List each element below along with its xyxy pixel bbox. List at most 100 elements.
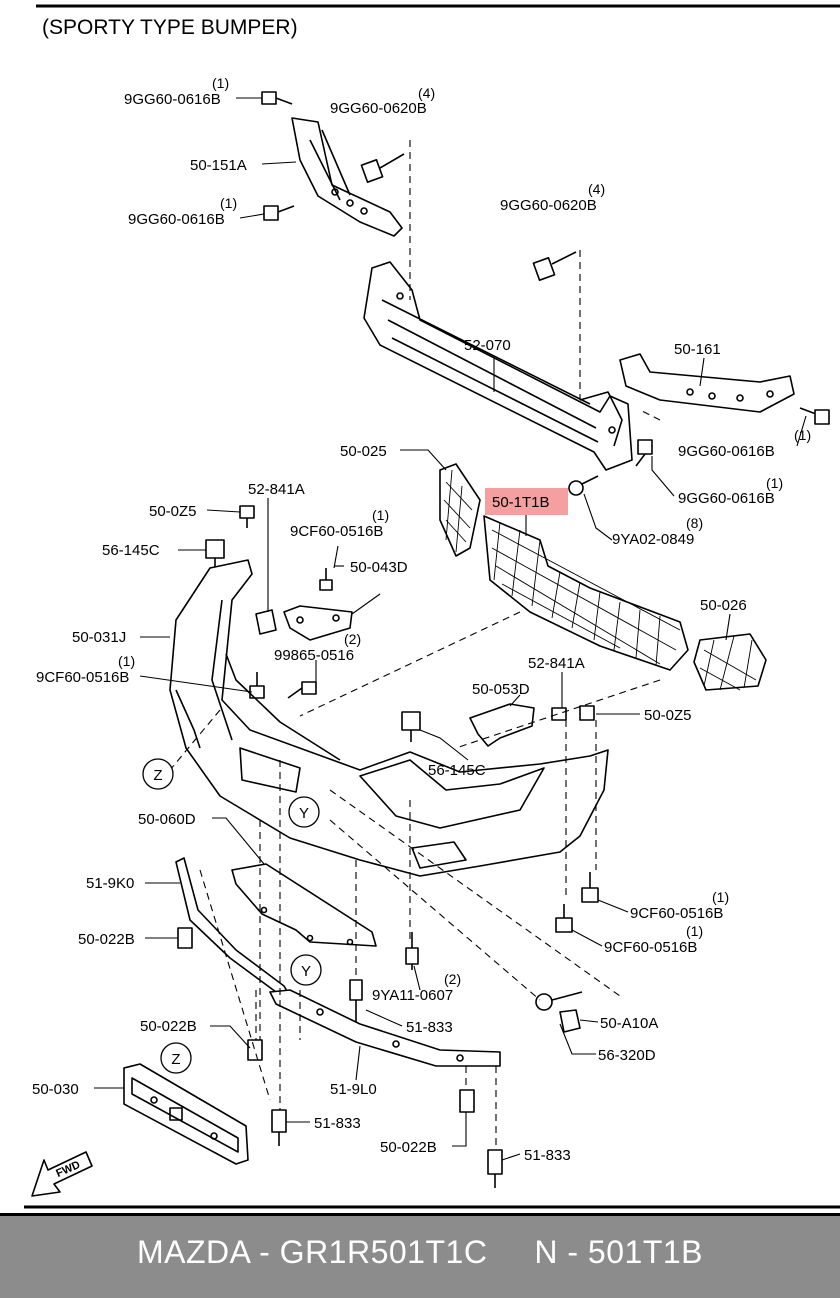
part-label: 56-145C xyxy=(428,762,486,779)
bracket-50-151A xyxy=(291,117,403,237)
part-label: 9GG60-0616B xyxy=(124,91,221,108)
qty-label: (1) xyxy=(220,195,237,211)
bolt-9GG60-0616B-right xyxy=(799,407,830,425)
callout-y-upper: Y xyxy=(288,796,320,828)
part-number-text: MAZDA - GR1R501T1C N - 501T1B xyxy=(137,1234,703,1270)
part-label: 51-9K0 xyxy=(86,875,134,892)
part-label: 50-A10A xyxy=(600,1015,658,1032)
qty-label: (1) xyxy=(766,475,783,491)
clip-50-022B-left xyxy=(177,927,193,949)
hook-50-A10A xyxy=(535,991,583,1011)
part-label: 9CF60-0516B xyxy=(630,905,723,922)
svg-text:Y: Y xyxy=(299,805,309,822)
part-label: 50-0Z5 xyxy=(644,707,692,724)
clip-50-022B-low xyxy=(459,1089,475,1113)
diagram-title: (SPORTY TYPE BUMPER) xyxy=(42,16,298,39)
rivet-9YA11-0607 xyxy=(405,932,419,970)
part-label: 50-025 xyxy=(340,443,387,460)
bracket-50-053D xyxy=(469,703,535,747)
part-label: 50-031J xyxy=(72,629,126,646)
part-label: 51-9L0 xyxy=(330,1081,377,1098)
callout-z-lower: Z xyxy=(160,1042,192,1074)
screw-9CF60-0516B-top xyxy=(319,568,333,591)
qty-label: (2) xyxy=(344,631,361,647)
part-label: 56-320D xyxy=(598,1047,656,1064)
part-label: 50-026 xyxy=(700,597,747,614)
svg-text:Z: Z xyxy=(153,767,162,784)
clip-50-022B-mid xyxy=(247,1039,263,1061)
screw-9CF60-0516B-right-a xyxy=(581,872,599,903)
rivet-51-833-mid xyxy=(349,979,363,1022)
qty-label: (1) xyxy=(712,889,729,905)
part-label: 9CF60-0516B xyxy=(36,669,129,686)
part-label: 9GG60-0620B xyxy=(330,100,427,117)
rivet-51-833-low-left xyxy=(271,1109,287,1146)
plate-bracket-50-030 xyxy=(123,1063,249,1165)
part-label: 9GG60-0616B xyxy=(678,490,775,507)
bracket-50-161 xyxy=(619,353,795,413)
part-label: 9GG60-0620B xyxy=(500,197,597,214)
clip-56-145C-left xyxy=(205,539,225,570)
qty-label: (2) xyxy=(444,971,461,987)
part-label: 9YA11-0607 xyxy=(372,987,453,1004)
grille-50-025 xyxy=(439,463,481,557)
qty-label: (1) xyxy=(372,507,389,523)
part-label: 51-833 xyxy=(524,1147,571,1164)
undercover-50-060D xyxy=(231,863,377,947)
part-label: 52-841A xyxy=(528,655,585,672)
part-label: 9GG60-0616B xyxy=(678,443,775,460)
bolt-9GG60-0620B-left xyxy=(360,153,405,183)
part-number-footer: MAZDA - GR1R501T1C N - 501T1B xyxy=(0,1213,840,1298)
clip-9YA02-0849 xyxy=(568,475,599,496)
leader-lines xyxy=(94,97,807,1161)
part-label: 50-0Z5 xyxy=(149,503,197,520)
part-label: 99865-0516 xyxy=(274,647,354,664)
bracket-52-841A-left xyxy=(255,609,277,635)
callout-y-lower: Y xyxy=(290,954,322,986)
part-label: 50-022B xyxy=(78,931,135,948)
clip-56-145C-center xyxy=(401,711,421,742)
part-label: 51-833 xyxy=(406,1019,453,1036)
part-label: 56-145C xyxy=(102,542,160,559)
highlight-box xyxy=(485,488,568,515)
part-label: 50-022B xyxy=(140,1018,197,1035)
part-label: 51-833 xyxy=(314,1115,361,1132)
forward-arrow-icon: FWD xyxy=(31,1151,93,1197)
part-label: 9CF60-0516B xyxy=(604,939,697,956)
clip-50-0Z5-left xyxy=(239,505,255,528)
part-label-highlighted: 50-1T1B xyxy=(492,494,550,511)
bracket-52-841A-right xyxy=(551,707,567,721)
clip-50-0Z5-right xyxy=(579,705,595,721)
part-label: 50-022B xyxy=(380,1139,437,1156)
qty-label: (4) xyxy=(588,181,605,197)
svg-text:Y: Y xyxy=(301,963,311,980)
bolt-9GG60-0616B-top xyxy=(261,91,293,105)
lip-strip-51-9L0 xyxy=(269,989,501,1067)
part-label: 50-060D xyxy=(138,811,196,828)
part-labels: (1) 9GG60-0616B (4) 9GG60-0620B 50-151A … xyxy=(32,75,811,1164)
part-label: 9YA02-0849 xyxy=(612,531,694,548)
grille-50-1T1B xyxy=(483,515,689,671)
exploded-parts-diagram: (SPORTY TYPE BUMPER) xyxy=(24,4,840,1209)
rivet-51-833-low-right xyxy=(487,1149,503,1188)
svg-text:Z: Z xyxy=(171,1051,180,1068)
reinforcement-52-070 xyxy=(363,261,633,471)
part-label: 52-841A xyxy=(248,481,305,498)
part-label: 9CF60-0516B xyxy=(290,523,383,540)
screw-99865-0516 xyxy=(287,681,317,699)
qty-label: (4) xyxy=(418,85,435,101)
part-label: 50-043D xyxy=(350,559,408,576)
grille-50-026 xyxy=(693,633,767,691)
part-label: 52-070 xyxy=(464,337,511,354)
part-label: 9GG60-0616B xyxy=(128,211,225,228)
bracket-50-043D xyxy=(283,605,353,641)
qty-label: (8) xyxy=(686,515,703,531)
part-label: 50-053D xyxy=(472,681,530,698)
screw-9CF60-0516B-right-b xyxy=(555,904,573,933)
screw-9CF60-0516B-left xyxy=(249,672,265,699)
bolt-9GG60-0616B-mid xyxy=(263,205,295,221)
qty-label: (1) xyxy=(118,653,135,669)
qty-label: (1) xyxy=(212,75,229,91)
part-label: 50-161 xyxy=(674,341,721,358)
